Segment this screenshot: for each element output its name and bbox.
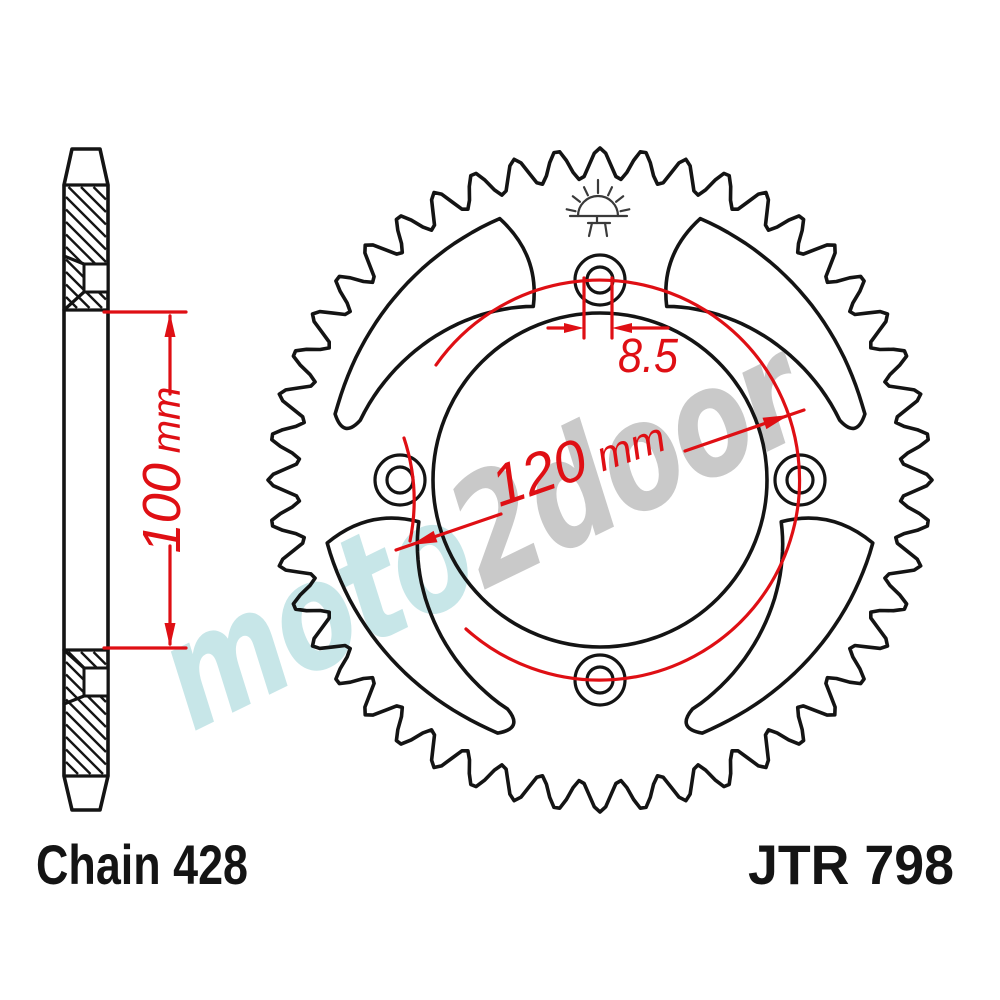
- side-view-chamfer-line: [62, 254, 86, 266]
- hatch-line: [80, 186, 107, 213]
- side-view-chamfer-line: [62, 694, 86, 706]
- hatch-line: [65, 723, 107, 766]
- model-number-label: JTR 798: [748, 833, 954, 896]
- dimension-arrowhead: [564, 323, 584, 333]
- sun-arc: [576, 194, 620, 218]
- tooth-ring-outline: [266, 146, 934, 814]
- lightening-hole: [664, 216, 867, 431]
- dimension-arrowhead: [612, 323, 632, 333]
- hatch-line: [65, 221, 107, 263]
- hatch-line: [92, 186, 107, 201]
- dimension-8-5-label: 8.5: [618, 330, 678, 383]
- side-view-chamfer-line: [62, 648, 86, 670]
- hatch-line: [65, 208, 107, 251]
- hatch-line: [65, 196, 107, 238]
- bolt-circle-arc-left: [402, 436, 416, 543]
- hatch-line: [65, 686, 107, 728]
- dimension-8-5: 8.5: [546, 276, 678, 383]
- hatch-line: [65, 698, 107, 741]
- hub-bore-circle: [431, 311, 769, 649]
- watermark: moto2door: [132, 302, 837, 765]
- lightening-hole: [325, 516, 516, 735]
- hatch-line: [67, 186, 107, 226]
- side-view: [62, 147, 110, 812]
- side-view-bolt-hole-bottom: [82, 666, 110, 698]
- sun-ray: [614, 195, 625, 203]
- lightening-hole: [333, 216, 536, 431]
- hatch-line: [65, 736, 104, 775]
- sun-ray: [582, 186, 590, 197]
- bolt-circle-arc-major: [434, 278, 802, 682]
- hatch-line: [65, 761, 79, 775]
- dimension-arrowhead: [164, 313, 176, 337]
- chain-size-label: Chain 428: [36, 833, 248, 896]
- sun-rays: [565, 178, 631, 213]
- hatch-line: [65, 748, 92, 775]
- bolt-hole-outer: [573, 253, 627, 307]
- lightening-hole: [684, 516, 875, 735]
- sun-ray: [606, 186, 614, 197]
- lightening-holes: [325, 216, 875, 735]
- bolt-hole-outer: [373, 453, 427, 507]
- bolt-hole-outer: [773, 453, 827, 507]
- hatch-line: [92, 651, 107, 666]
- sun-ray: [619, 208, 631, 213]
- watermark-text: moto2door: [132, 302, 837, 765]
- side-view-bolt-hole-top: [82, 262, 110, 294]
- side-view-chamfer-line: [62, 290, 86, 312]
- dimension-100mm-label: 100 mm: [132, 387, 192, 554]
- side-view-outline: [62, 147, 110, 812]
- jt-mark: [586, 215, 612, 238]
- jt-mark-leg: [587, 221, 594, 238]
- dimension-arrowhead: [164, 623, 176, 647]
- jt-mark-leg: [603, 221, 609, 238]
- dimension-arrowhead: [762, 415, 789, 430]
- sun-ray: [571, 195, 582, 203]
- dimension-value: 100: [132, 463, 192, 553]
- dimension-arrowhead: [411, 530, 438, 545]
- jt-rising-sun-icon: [565, 178, 631, 238]
- hatch-line: [65, 711, 107, 753]
- sun-ray: [565, 208, 577, 213]
- dimension-unit: mm: [145, 387, 189, 454]
